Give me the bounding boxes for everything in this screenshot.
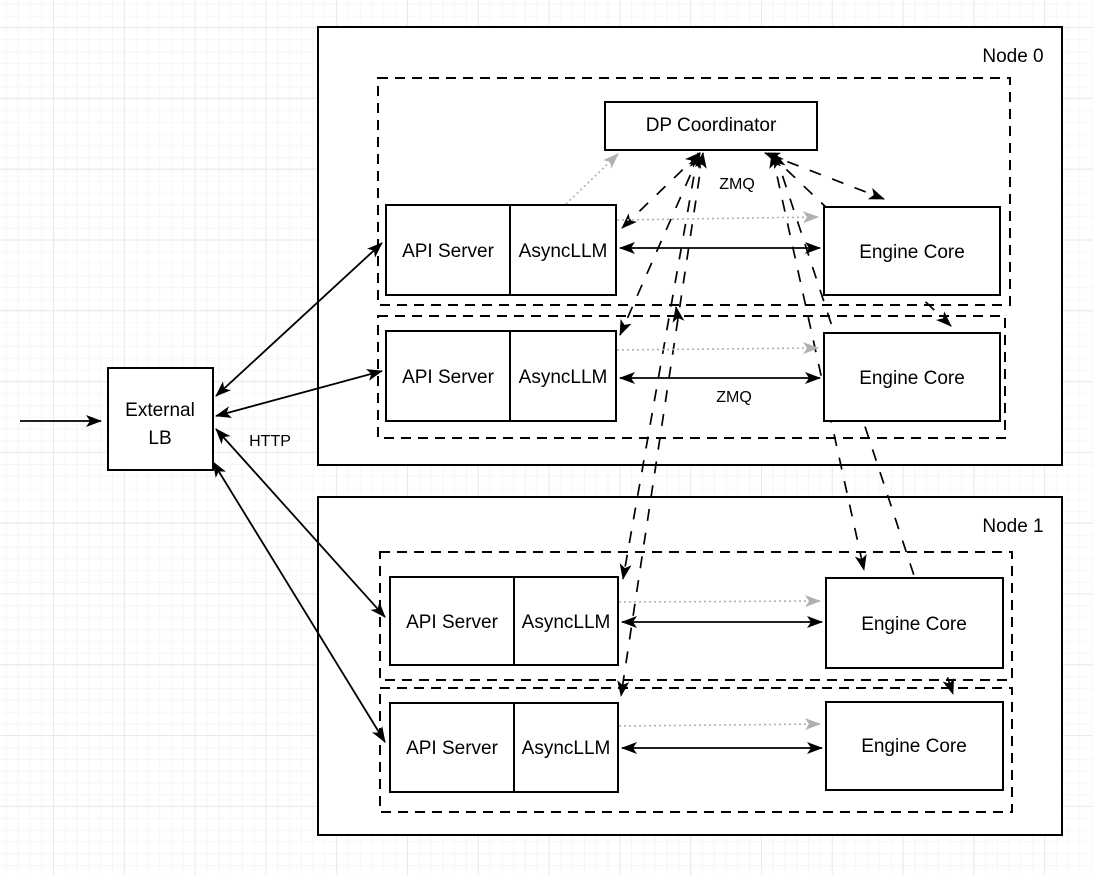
edge-lb-node1-row2-api <box>212 461 386 743</box>
node1-row1-engine-core-label: Engine Core <box>861 614 967 635</box>
node1-row2-engine-core-box <box>825 701 1004 791</box>
edge-dotted-node0-row1 <box>616 211 819 224</box>
zmq-row-label: ZMQ <box>716 389 752 406</box>
edge-dotted-node0-row2 <box>616 342 819 355</box>
node0-row2-asyncllm-label: AsyncLLM <box>519 367 608 388</box>
node0-row1-engine-core-box <box>823 206 1001 296</box>
dp-coordinator-box <box>604 101 818 151</box>
node0-row1-asyncllm-label: AsyncLLM <box>519 241 608 262</box>
node1-row2-asyncllm-label: AsyncLLM <box>522 738 611 759</box>
node1-row2-asyncllm-box <box>513 702 619 793</box>
external-lb-label-line1: External <box>125 400 195 421</box>
node0-row2-api-server-label: API Server <box>402 367 495 388</box>
node0-title: Node 0 <box>982 46 1043 67</box>
node0-row1-api-server-label: API Server <box>402 241 495 262</box>
external-lb-label-line2: LB <box>148 428 171 449</box>
node0-row1-api-server-box <box>385 204 511 296</box>
node0-row1-asyncllm-box <box>509 204 617 296</box>
node1-row1-engine-core-box <box>825 577 1004 669</box>
edge-dotted-asyncllm-to-dp <box>565 153 619 205</box>
node1-title: Node 1 <box>982 516 1043 537</box>
edge-lb-node0-row2-api <box>215 369 383 418</box>
node1-row1-api-server-label: API Server <box>406 612 499 633</box>
http-edge-label: HTTP <box>249 433 291 450</box>
zmq-coordinator-label: ZMQ <box>719 176 755 193</box>
external-lb-box <box>107 367 214 471</box>
edge-dotted-node1-row2 <box>618 718 821 731</box>
node1-row2-api-server-box <box>389 702 515 793</box>
node0-row2-api-server-box <box>385 330 511 422</box>
node0-row2-engine-core-label: Engine Core <box>859 368 965 389</box>
node1-row1-api-server-box <box>389 576 515 666</box>
node1-row1-asyncllm-box <box>513 576 619 666</box>
edge-dp-node1-row2-asyncllm <box>617 152 707 697</box>
node1-row2-engine-core-label: Engine Core <box>861 736 967 757</box>
node1-row2-api-server-label: API Server <box>406 738 499 759</box>
node0-row1-engine-core-label: Engine Core <box>859 242 965 263</box>
node0-row2-asyncllm-box <box>509 330 617 422</box>
dp-coordinator-label: DP Coordinator <box>646 115 777 136</box>
node1-row1-asyncllm-label: AsyncLLM <box>522 612 611 633</box>
node0-row2-engine-core-box <box>823 332 1001 422</box>
edge-dotted-node1-row1 <box>618 595 821 608</box>
edge-up-arrowhead-row-boundary <box>672 306 685 323</box>
